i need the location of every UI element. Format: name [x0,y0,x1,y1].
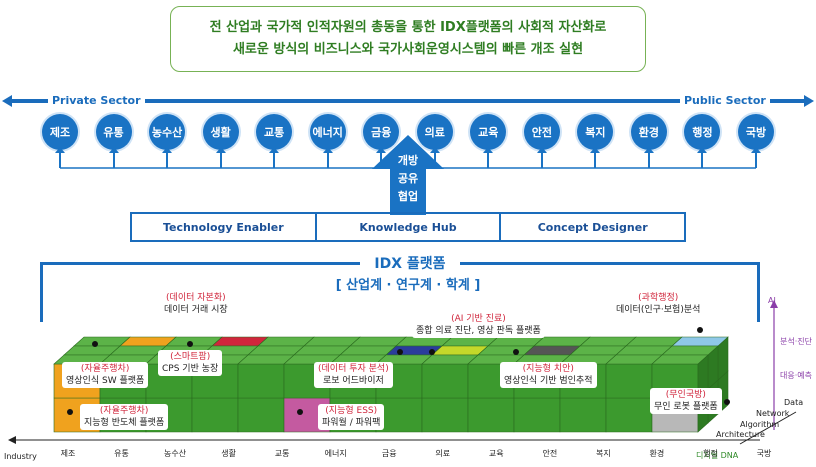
goal-line-2: 새로운 방식의 비즈니스와 국가사회운영시스템의 빠른 개조 실현 [232,42,584,57]
marker-dot [697,327,703,333]
axis-industry-label-9: 안전 [542,449,558,458]
hub-up-arrow-icon [372,135,444,215]
axis-industry-label-2: 농수산 [164,449,187,458]
label-unmanned-defense: (무인국방)무인 로봇 플랫폼 [650,388,722,414]
marker-dot [187,341,193,347]
up-arrow-icon [751,147,761,168]
private-sector-label: Private Sector [48,93,145,109]
hub-share: 공유 [397,172,419,185]
role-technology-enabler: Technology Enabler [132,214,317,240]
axis-network: Network [756,409,790,418]
label-ai-medical: (AI 기반 진료)종합 의료 진단, 영상 판독 플랫폼 [412,312,545,338]
platform-title: IDX 플랫폼 [360,254,460,274]
up-arrow-icon [697,147,708,168]
axis-analysis: 분석·진단 [780,337,812,346]
up-arrow-icon [269,147,280,168]
axis-architecture: Architecture [716,430,765,439]
axis-industry-label-13: 국방 [756,449,772,458]
up-arrow-icon [590,147,601,168]
up-arrow-icon [215,147,226,168]
role-concept-designer: Concept Designer [537,220,648,234]
up-arrow-icon [55,147,65,168]
axis-ai: AI [768,296,776,305]
marker-dot [724,399,730,405]
up-arrow-icon [429,147,440,168]
sector-axis [10,99,806,103]
goal-box: 전 산업과 국가적 인적자원의 총동을 통한 IDX플랫폼의 사회적 자산화로 … [170,6,646,72]
axis-industry-label-12: 행정 [703,449,718,458]
label-ai-chip: (자율주행차)지능형 반도체 플랫폼 [80,404,169,430]
marker-dot [429,349,435,355]
axis-industry-label-1: 유통 [114,449,129,458]
axis-industry-label-7: 의료 [435,449,451,458]
label-smart-farm: (스마트팜)CPS 기반 농장 [158,350,223,376]
industry-circle-8: 교육 [470,114,507,150]
up-arrow-icon [536,147,547,168]
marker-dot [67,409,73,415]
axis-industry-label-10: 복지 [596,449,611,458]
industry-circle-6: 금융 [363,114,400,150]
industry-circle-10: 복지 [577,114,614,150]
up-arrow-icon [322,147,333,168]
up-arrow-icon [108,147,119,168]
axis-response: 대응·예측 [780,371,812,380]
axis-industry-label-4: 교통 [274,449,290,458]
industry-circle-0: 제조 [42,114,78,150]
label-smart-policing: (지능형 치안)영상인식 기반 범인추적 [500,362,597,388]
label-robo-advisor: (데이터 투자 분석)로보 어드바이저 [314,362,393,388]
industry-circle-3: 생활 [202,114,239,150]
axis-industry: Industry [4,452,37,461]
axis-industry-label-11: 환경 [649,449,665,458]
marker-dot [92,341,98,347]
role-knowledge-hub: Knowledge Hub [317,214,502,240]
marker-dot [513,349,519,355]
axis-algorithm: Algorithm [740,420,780,429]
industry-circle-7: 의료 [416,114,453,150]
hub-arrow-text: 개방 공유 협업 [372,152,444,206]
up-arrow-icon [483,147,494,168]
axis-data: Data [784,398,804,407]
industry-circle-4: 교통 [256,114,293,150]
right-arrow-icon [804,95,814,107]
label-data-market: (데이터 자본화)데이터 거래 시장 [160,291,232,317]
industry-circle-13: 국방 [738,114,774,150]
hub-open: 개방 [397,154,419,167]
roles-bar: Technology Enabler Knowledge Hub Concept… [130,212,686,242]
industry-circle-1: 유통 [95,114,132,150]
up-arrow-icon [162,147,173,168]
axis-industry-label-0: 제조 [60,449,76,458]
industry-circle-11: 환경 [630,114,667,150]
marker-dot [397,349,403,355]
marker-dot [297,409,303,415]
axis-industry-label-5: 에너지 [324,449,347,458]
axis-industry-label-6: 금융 [381,449,397,458]
axis-industry-label-8: 교육 [488,449,504,458]
label-autonomous-sw: (자율주행차)영상인식 SW 플랫폼 [62,362,149,388]
up-arrow-icon [643,147,654,168]
platform-subtitle: [ 산업계 · 연구계 · 학계 ] [335,278,481,293]
cube-top-face [651,354,709,365]
left-arrow-icon [2,95,12,107]
axis-industry-label-3: 생활 [221,449,236,458]
label-science-admin: (과학행정)데이터(인구·보험)분석 [612,291,705,317]
industry-circle-9: 안전 [523,114,560,150]
label-smart-ess: (지능형 ESS)파워월 / 파워팩 [318,404,385,430]
industry-circle-2: 농수산 [149,114,186,150]
goal-line-1: 전 산업과 국가적 인적자원의 총동을 통한 IDX플랫폼의 사회적 자산화로 [209,20,607,35]
industry-circle-5: 에너지 [309,114,346,150]
up-arrow-icon [376,147,387,168]
axis-digital-dna: 디지털 DNA [696,451,739,460]
industry-circle-12: 행정 [684,114,721,150]
public-sector-label: Public Sector [680,93,770,109]
hub-collab: 협업 [397,190,419,203]
